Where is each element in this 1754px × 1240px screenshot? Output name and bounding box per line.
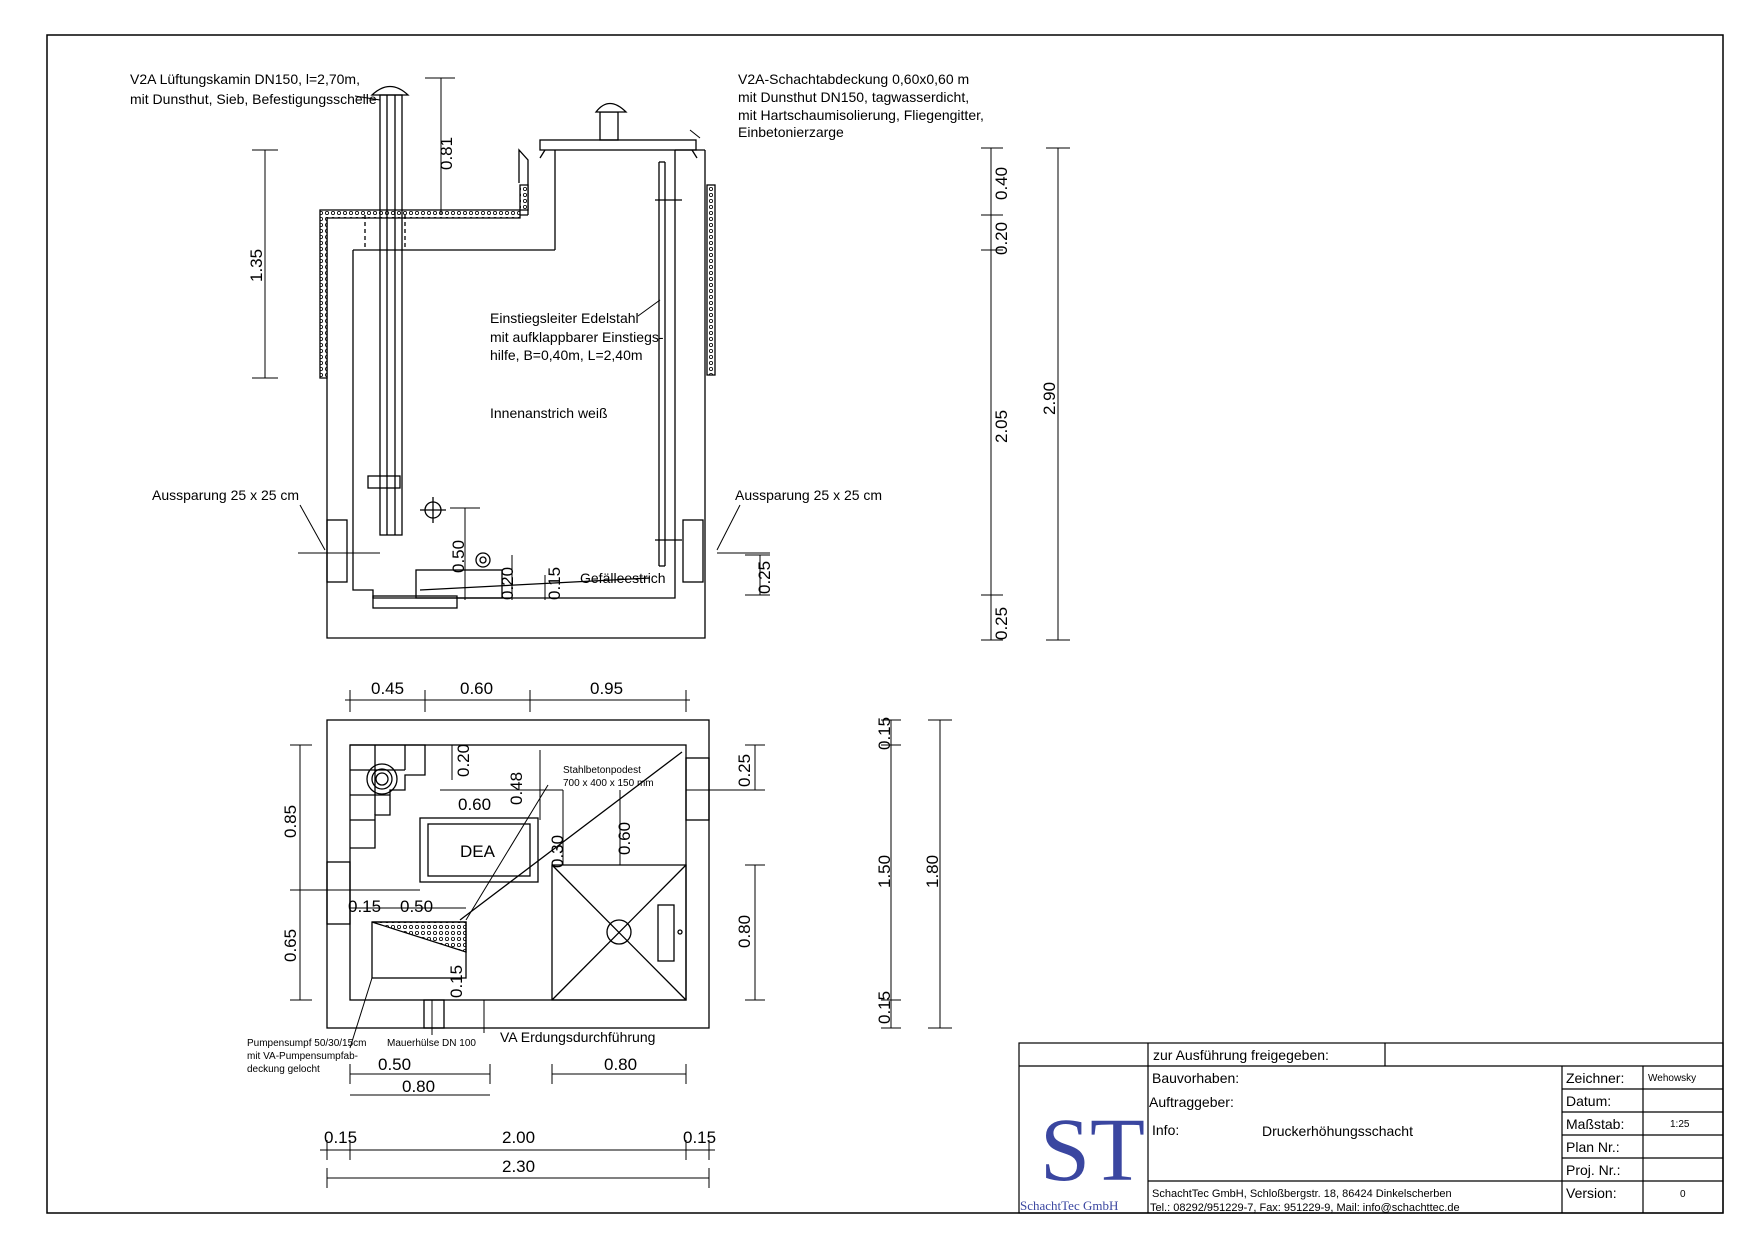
dim-right-0-25: 0.25 (992, 607, 1011, 640)
dim-top-0-60: 0.60 (460, 679, 493, 698)
earthing-label: VA Erdungsdurchführung (500, 1029, 655, 1045)
dim-bottom-0-15-a: 0.15 (324, 1128, 357, 1147)
recess-left-label: Aussparung 25 x 25 cm (152, 487, 299, 503)
dim-0-15: 0.15 (545, 567, 564, 600)
dim-1-35: 1.35 (247, 249, 266, 282)
ladder-label-line3: hilfe, B=0,40m, L=2,40m (490, 347, 643, 363)
project-number-label: Proj. Nr.: (1566, 1162, 1620, 1178)
dim-bottom-0-80-b: 0.80 (604, 1055, 637, 1074)
date-label: Datum: (1566, 1093, 1611, 1109)
dim-v-0-15-bottom: 0.15 (875, 991, 894, 1024)
section-dimension-lines (252, 77, 1070, 641)
version-value: 0 (1680, 1189, 1686, 1200)
dim-inner-0-48: 0.48 (507, 772, 526, 805)
vent-pipe-plan (366, 763, 398, 795)
plan-dimension-lines (290, 690, 952, 1188)
dim-right-0-25-plan: 0.25 (735, 754, 754, 787)
floor-label: Gefälleestrich (580, 570, 666, 586)
sump-label-line1: Pumpensumpf 50/30/15cm (247, 1038, 367, 1049)
info-label: Info: (1152, 1122, 1179, 1138)
project-label: Bauvorhaben: (1152, 1070, 1239, 1086)
dim-top-0-45: 0.45 (371, 679, 404, 698)
pump-sump-cover (371, 921, 467, 953)
sump-label-line3: deckung gelocht (247, 1064, 320, 1075)
title-block (1018, 1042, 1724, 1214)
dim-inner-0-50-a: 0.50 (400, 897, 433, 916)
sheet-border (46, 34, 1724, 1214)
approved-label: zur Ausführung freigegeben: (1153, 1047, 1329, 1063)
dim-0-50: 0.50 (449, 540, 468, 573)
dim-bottom-0-80-a: 0.80 (402, 1077, 435, 1096)
dim-right-0-80-plan: 0.80 (735, 915, 754, 948)
ladder-label-line2: mit aufklappbarer Einstiegs- (490, 329, 664, 345)
drawer-value: Wehowsky (1648, 1073, 1696, 1084)
dim-v-0-15-top: 0.15 (875, 717, 894, 750)
dim-0-20: 0.20 (498, 567, 517, 600)
scale-label: Maßstab: (1566, 1116, 1624, 1132)
dim-bottom-2-30: 2.30 (502, 1157, 535, 1176)
section-view (319, 85, 716, 639)
vent-label-line2: mit Dunsthut, Sieb, Befestigungsschelle (130, 91, 377, 107)
dim-inner-0-15-b: 0.15 (447, 965, 466, 998)
client-label: Auftraggeber: (1149, 1094, 1234, 1110)
dim-0-81: 0.81 (437, 137, 456, 170)
drawer-label: Zeichner: (1566, 1070, 1624, 1086)
company-line2: Tel.: 08292/951229-7, Fax: 951229-9, Mai… (1150, 1202, 1460, 1214)
dim-right-2-90: 2.90 (1040, 382, 1059, 415)
insulation-right (706, 184, 716, 376)
dim-0-25-section: 0.25 (755, 561, 774, 594)
dim-bottom-0-50: 0.50 (378, 1055, 411, 1074)
vent-label-line1: V2A Lüftungskamin DN150, l=2,70m, (130, 71, 360, 87)
recess-right-label: Aussparung 25 x 25 cm (735, 487, 882, 503)
dim-left-0-65: 0.65 (281, 929, 300, 962)
plan-number-label: Plan Nr.: (1566, 1139, 1620, 1155)
dim-inner-0-30: 0.30 (548, 835, 567, 868)
info-value: Druckerhöhungsschacht (1262, 1123, 1413, 1139)
insulation (319, 184, 529, 379)
dim-top-0-95: 0.95 (590, 679, 623, 698)
sump-label-line2: mit VA-Pumpensumpfab- (247, 1051, 358, 1062)
plan-dimension-texts: 0.45 0.60 0.95 0.85 0.65 0.20 0.60 0.48 … (281, 679, 942, 1176)
platform-label-line1: Stahlbetonpodest (563, 765, 641, 776)
platform-label-line2: 700 x 400 x 150 mm (563, 778, 654, 789)
dim-bottom-2-00: 2.00 (502, 1128, 535, 1147)
dim-left-0-85: 0.85 (281, 805, 300, 838)
dim-inner-0-60: 0.60 (458, 795, 491, 814)
dim-bottom-0-15-b: 0.15 (683, 1128, 716, 1147)
plan-view (326, 719, 710, 1029)
paint-label: Innenanstrich weiß (490, 405, 608, 421)
sleeve-label: Mauerhülse DN 100 (387, 1038, 476, 1049)
dea-label: DEA (460, 842, 496, 861)
cover-label-line4: Einbetonierzarge (738, 124, 844, 140)
dim-right-2-05: 2.05 (992, 410, 1011, 443)
dim-inner-0-20: 0.20 (454, 744, 473, 777)
dim-v-1-50: 1.50 (875, 855, 894, 888)
logo-letters: ST (1040, 1101, 1145, 1200)
dim-right-0-20: 0.20 (992, 222, 1011, 255)
section-labels: V2A Lüftungskamin DN150, l=2,70m, mit Du… (130, 71, 984, 586)
cover-label-line2: mit Dunsthut DN150, tagwasserdicht, (738, 89, 969, 105)
scale-value: 1:25 (1670, 1119, 1690, 1130)
cover-label-line1: V2A-Schachtabdeckung 0,60x0,60 m (738, 71, 969, 87)
ladder-label-line1: Einstiegsleiter Edelstahl (490, 310, 639, 326)
cover-label-line3: mit Hartschaumisolierung, Fliegengitter, (738, 107, 984, 123)
dim-inner-0-15-a: 0.15 (348, 897, 381, 916)
version-label: Version: (1566, 1185, 1617, 1201)
logo-company-name: SchachtTec GmbH (1020, 1198, 1118, 1213)
logo: ST SchachtTec GmbH (1020, 1101, 1145, 1213)
title-block-texts: zur Ausführung freigegeben: Bauvorhaben:… (1149, 1047, 1696, 1214)
dim-inner-0-60-b: 0.60 (615, 822, 634, 855)
plan-labels: Stahlbetonpodest 700 x 400 x 150 mm DEA … (247, 765, 655, 1075)
dim-right-0-40: 0.40 (992, 167, 1011, 200)
section-dimension-texts: 0.81 1.35 0.50 0.20 0.15 0.25 0.40 0.20 … (247, 137, 1059, 640)
company-line1: SchachtTec GmbH, Schloßbergstr. 18, 8642… (1152, 1188, 1452, 1200)
dim-v-1-80: 1.80 (923, 855, 942, 888)
